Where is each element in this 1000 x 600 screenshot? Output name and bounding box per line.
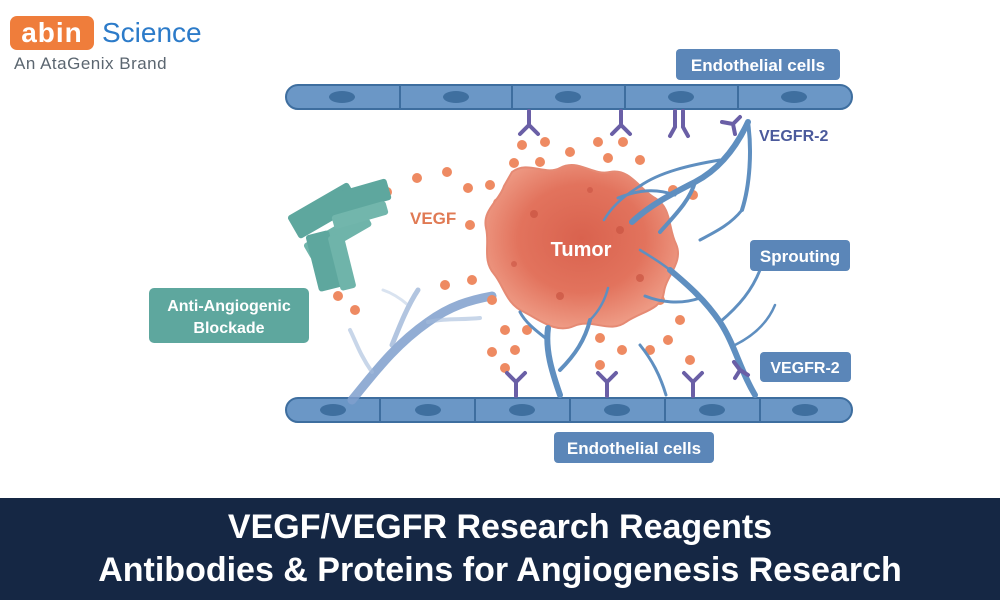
antibody: [287, 178, 392, 292]
label-anti-angiogenic-blockade: Anti-Angiogenic Blockade: [149, 288, 309, 343]
label-vegfr2-bottom-text: VEGFR-2: [770, 360, 839, 377]
logo-badge: [10, 16, 94, 50]
label-sprouting-text: Sprouting: [760, 247, 840, 266]
label-endothelial-bottom-text: Endothelial cells: [567, 439, 701, 458]
brand-logo[interactable]: abin Science An AtaGenix Brand: [10, 12, 240, 73]
title-banner: VEGF/VEGFR Research Reagents Antibodies …: [0, 498, 1000, 600]
vegf-molecules: [333, 137, 698, 373]
label-vegfr2-bottom: VEGFR-2: [760, 352, 851, 382]
label-endothelial-top: Endothelial cells: [676, 49, 840, 80]
tumor: Tumor: [484, 163, 679, 330]
sprouting-vessels: [518, 119, 777, 398]
vegf-label: VEGF: [410, 209, 456, 228]
logo-science-text: Science: [102, 17, 202, 48]
angiogenesis-diagram: Tumor: [149, 49, 853, 463]
top-endothelial-wall: [285, 84, 853, 110]
banner-title-line1: VEGF/VEGFR Research Reagents: [227, 508, 773, 546]
blocked-sprout: [347, 287, 497, 405]
logo-abin-text: abin: [21, 17, 83, 48]
vegfr2-receptors-top: [518, 109, 742, 138]
label-vegfr2-top: VEGFR-2: [759, 128, 828, 145]
vegfr2-receptors-bottom: [505, 360, 750, 398]
bottom-endothelial-wall: [285, 397, 853, 423]
logo-tagline: An AtaGenix Brand: [14, 54, 168, 73]
label-endothelial-bottom: Endothelial cells: [554, 432, 714, 463]
label-sprouting: Sprouting: [750, 240, 850, 271]
banner-title-line2: Antibodies & Proteins for Angiogenesis R…: [98, 551, 902, 589]
label-endothelial-top-text: Endothelial cells: [691, 56, 825, 75]
tumor-label: Tumor: [551, 239, 612, 261]
label-blockade-line1: Anti-Angiogenic: [167, 298, 291, 315]
label-blockade-line2: Blockade: [193, 320, 264, 337]
